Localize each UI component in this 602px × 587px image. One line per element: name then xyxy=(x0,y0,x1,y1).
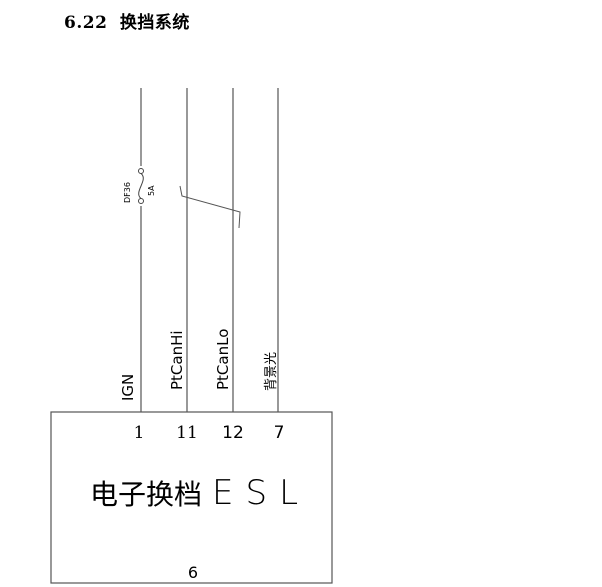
wire-label-backlight: 背景光 xyxy=(264,352,279,391)
twisted-pair-marker xyxy=(179,185,241,229)
pin-ptcanhi: 11 xyxy=(176,423,198,443)
module-number: 6 xyxy=(188,563,198,582)
esl-module-box xyxy=(50,411,333,584)
wire-label-ign: IGN xyxy=(119,374,137,401)
module-name-cn: 电子换档 xyxy=(90,478,202,511)
fuse-symbol xyxy=(138,168,144,204)
pin-ptcanlo: 12 xyxy=(222,423,244,443)
pin-ign: 1 xyxy=(134,423,145,443)
fuse-id: DF36 xyxy=(123,182,132,203)
fuse-rating: 5A xyxy=(147,185,156,196)
wire-label-ptcanhi: PtCanHi xyxy=(168,330,186,390)
module-name-code: ESL xyxy=(212,473,310,513)
section-title: 6.22 换挡系统 xyxy=(64,8,190,33)
wire-label-ptcanlo: PtCanLo xyxy=(214,329,232,390)
section-number: 6.22 xyxy=(64,13,108,33)
pin-backlight: 7 xyxy=(274,423,285,443)
section-name: 换挡系统 xyxy=(119,13,190,33)
